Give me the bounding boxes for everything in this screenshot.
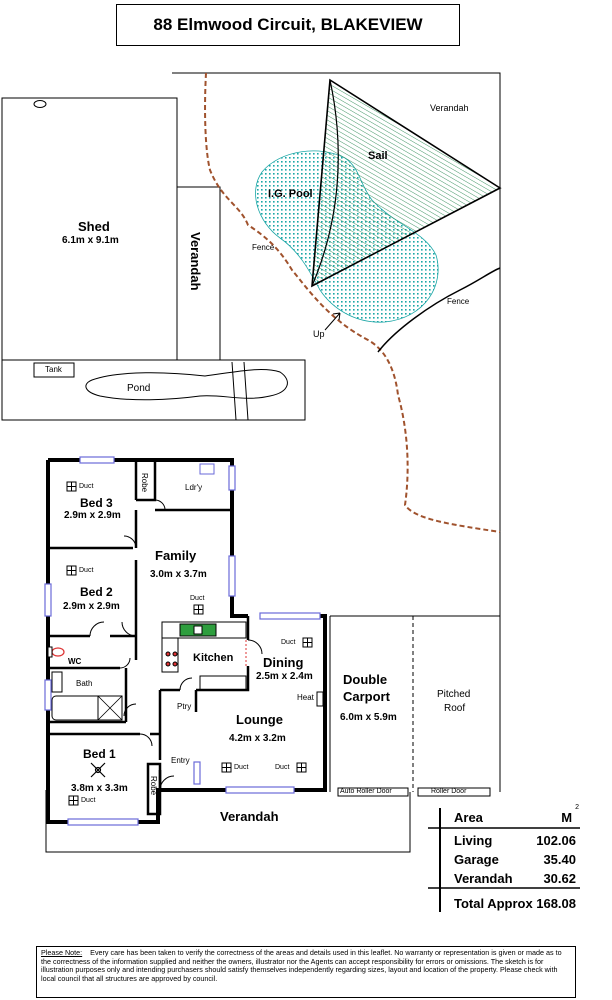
area-row-name: Verandah: [454, 871, 513, 886]
pitched-roof-1: Pitched: [437, 689, 471, 700]
ceiling-fan: [90, 762, 106, 778]
up-label: Up: [313, 329, 325, 339]
lounge-size: 4.2m x 3.2m: [229, 733, 286, 744]
sail-edge: [311, 79, 339, 287]
door-swings: [89, 499, 263, 791]
area-row: Living 102.06: [436, 831, 576, 850]
heater: [316, 691, 324, 707]
laundry-tub: [199, 463, 215, 475]
area-total-name: Total Approx: [454, 896, 533, 911]
heat-label: Heat: [297, 693, 314, 702]
family-name: Family: [155, 548, 197, 563]
duct-label: Duct: [281, 639, 296, 646]
area-table: Area M2 Living 102.06 Garage 35.40 Veran…: [436, 804, 579, 913]
side-verandah-label: Verandah: [188, 232, 203, 291]
title-box: 88 Elmwood Circuit, BLAKEVIEW: [116, 4, 460, 46]
side-verandah: [176, 186, 221, 361]
sail-label: Sail: [368, 150, 388, 162]
dining-name: Dining: [263, 655, 304, 670]
carport-name-2: Carport: [343, 689, 390, 704]
note-heading: Please Note:: [41, 948, 83, 957]
laundry-label: Ldr'y: [185, 483, 203, 492]
area-unit-sup: 2: [575, 804, 579, 811]
auto-roller-door-label: Auto Roller Door: [340, 788, 392, 795]
disclaimer-note: Please Note: Every care has been taken t…: [36, 946, 576, 998]
duct-label: Duct: [190, 595, 205, 602]
pond-label: Pond: [127, 383, 151, 394]
kitchen-label: Kitchen: [193, 652, 234, 664]
area-unit: M2: [561, 804, 579, 825]
bed1-name: Bed 1: [83, 747, 116, 761]
windows: [44, 456, 321, 826]
bed2-size: 2.9m x 2.9m: [63, 601, 120, 612]
shed-light: [33, 100, 47, 108]
area-row: Verandah 30.62: [436, 869, 576, 888]
area-unit-m: M: [561, 810, 573, 825]
duct-vents: [66, 481, 313, 806]
verandah-top-label: Verandah: [430, 103, 469, 113]
fence-label-left: Fence: [252, 243, 275, 252]
dining-size: 2.5m x 2.4m: [256, 671, 313, 682]
pond-bridge: [231, 361, 249, 421]
shed: [1, 97, 178, 361]
area-table-lines: [428, 808, 580, 912]
toilet: [51, 647, 65, 657]
duct-label: Duct: [234, 764, 249, 771]
house-interior-walls: [48, 460, 250, 816]
robe-bottom-label: Robe: [149, 776, 158, 796]
area-row-value: 30.62: [543, 871, 576, 886]
note-text: Every care has been taken to verify the …: [41, 948, 562, 983]
shed-size: 6.1m x 9.1m: [62, 235, 119, 246]
shade-sail: [311, 78, 502, 288]
bed1-size: 3.8m x 3.3m: [71, 783, 128, 794]
bed2-name: Bed 2: [80, 585, 113, 599]
lounge-name: Lounge: [236, 712, 283, 727]
duct-label: Duct: [79, 567, 94, 574]
fence-dashed: [204, 72, 501, 533]
front-verandah-label: Verandah: [220, 809, 279, 824]
page-title: 88 Elmwood Circuit, BLAKEVIEW: [153, 15, 423, 34]
roller-door-label: Roller Door: [431, 788, 467, 795]
area-header: Area: [454, 810, 483, 825]
tank: [33, 362, 75, 378]
vanity: [51, 671, 63, 693]
kitchen-bench: [161, 621, 247, 691]
entry-label: Entry: [171, 756, 190, 765]
fence-label-right: Fence: [447, 297, 470, 306]
shed-name: Shed: [78, 219, 110, 234]
area-table-header: Area M2: [436, 804, 579, 827]
duct-label: Duct: [81, 797, 96, 804]
pantry-label: Ptry: [177, 702, 192, 711]
pond: [85, 368, 288, 401]
carport-size: 6.0m x 5.9m: [340, 712, 397, 723]
carport: [329, 616, 491, 797]
bed3-size: 2.9m x 2.9m: [64, 510, 121, 521]
toilet-cistern: [47, 646, 53, 658]
duct-label: Duct: [79, 483, 94, 490]
carport-name-1: Double: [343, 672, 388, 687]
up-arrow: [324, 312, 341, 331]
area-row-name: Garage: [454, 852, 499, 867]
shower-lines: [97, 695, 123, 721]
bed3-name: Bed 3: [80, 496, 113, 510]
family-size: 3.0m x 3.7m: [150, 569, 207, 580]
area-row: Garage 35.40: [436, 850, 576, 869]
pitched-roof-2: Roof: [444, 703, 466, 714]
wc-label: WC: [68, 657, 82, 666]
area-total-row: Total Approx 168.08: [436, 894, 576, 913]
area-total-value: 168.08: [536, 896, 576, 911]
robe-top-label: Robe: [140, 473, 149, 493]
fence-solid: [377, 267, 501, 353]
area-row-name: Living: [454, 833, 493, 848]
duct-label: Duct: [275, 764, 290, 771]
area-row-value: 102.06: [536, 833, 576, 848]
area-row-value: 35.40: [543, 852, 576, 867]
pool-label: I.G. Pool: [268, 188, 313, 200]
tank-label: Tank: [45, 365, 62, 374]
bath-label: Bath: [76, 679, 93, 688]
